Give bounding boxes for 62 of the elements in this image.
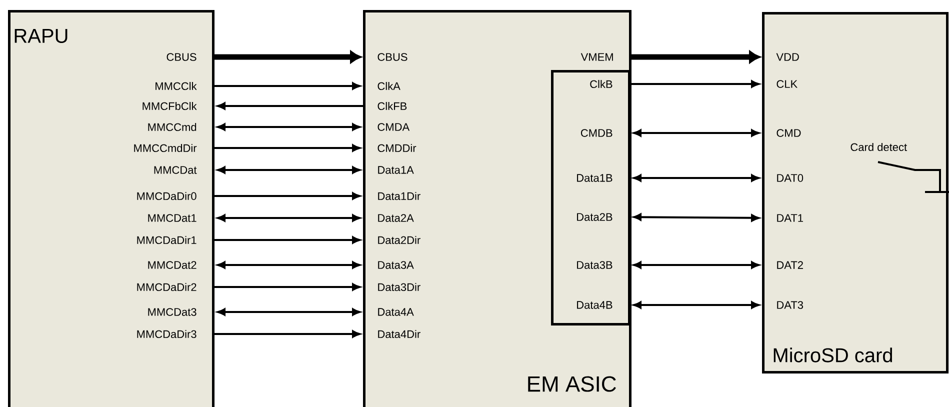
pin-label: MMCClk bbox=[156, 82, 197, 90]
arrow bbox=[214, 283, 360, 291]
pin-label: CMDA bbox=[378, 123, 410, 131]
arrow bbox=[630, 80, 760, 88]
pin-label: DAT3 bbox=[777, 301, 804, 309]
arrow bbox=[217, 166, 360, 174]
pin-label: Data1B bbox=[577, 174, 612, 182]
pin-label: DAT0 bbox=[777, 174, 804, 182]
pin-label: CBUS bbox=[378, 53, 408, 61]
arrow bbox=[633, 129, 760, 137]
pin-label: MMCCmd bbox=[148, 122, 196, 132]
pin-label: MMCDaDir1 bbox=[137, 236, 196, 244]
pin-label: Data1A bbox=[378, 166, 414, 174]
pin-label: Data3A bbox=[378, 261, 414, 269]
pin-label: MMCDaDir0 bbox=[137, 192, 196, 200]
pin-label: DAT2 bbox=[777, 261, 803, 269]
arrow bbox=[214, 51, 361, 63]
pin-label: CMD bbox=[776, 129, 801, 137]
pin-label: Data3B bbox=[577, 261, 612, 269]
arrow bbox=[217, 123, 360, 131]
pin-label: MMCDat1 bbox=[148, 214, 196, 222]
arrow bbox=[633, 174, 760, 182]
arrow bbox=[214, 82, 360, 90]
arrow bbox=[217, 214, 360, 222]
arrow bbox=[633, 301, 760, 309]
pin-label: MMCDat2 bbox=[148, 261, 196, 269]
pin-label: ClkA bbox=[378, 82, 400, 90]
pin-label: Data1Dir bbox=[378, 192, 420, 200]
pin-label: CLK bbox=[776, 80, 798, 88]
arrow bbox=[214, 192, 360, 200]
pin-label: Data4B bbox=[577, 301, 612, 309]
pin-label: MMCDat3 bbox=[148, 308, 196, 316]
arrow bbox=[633, 213, 760, 222]
pin-label: Data4Dir bbox=[378, 330, 420, 338]
pin-label: VDD bbox=[776, 53, 799, 61]
pin-label: Data2A bbox=[378, 214, 414, 222]
pin-label: MMCFbClk bbox=[142, 102, 197, 110]
arrow bbox=[217, 102, 363, 110]
pin-label: MMCDat bbox=[154, 166, 197, 174]
inner-box bbox=[551, 70, 630, 326]
arrow bbox=[217, 261, 360, 269]
arrow bbox=[214, 236, 360, 244]
label: Card detect bbox=[850, 142, 907, 152]
pin-label: CMDDir bbox=[378, 144, 416, 152]
pin-label: CMDB bbox=[580, 129, 612, 137]
arrow bbox=[214, 330, 360, 338]
pin-label: DAT1 bbox=[777, 214, 803, 222]
pin-label: ClkB bbox=[590, 80, 612, 88]
pin-label: ClkFB bbox=[378, 102, 407, 110]
pin-label: MMCDaDir2 bbox=[137, 282, 196, 292]
pin-label: Data2B bbox=[577, 213, 612, 221]
arrow bbox=[633, 261, 760, 269]
arrow bbox=[632, 51, 760, 63]
pin-label: Data4A bbox=[378, 308, 414, 316]
arrow bbox=[217, 308, 360, 316]
pin-label: MMCDaDir3 bbox=[137, 330, 196, 338]
pin-label: Data3Dir bbox=[378, 282, 420, 292]
pin-label: MMCCmdDir bbox=[134, 144, 197, 152]
pin-label: VMEM bbox=[580, 53, 613, 61]
pin-label: CBUS bbox=[166, 53, 196, 61]
arrow bbox=[214, 144, 360, 152]
pin-label: Data2Dir bbox=[378, 236, 420, 244]
